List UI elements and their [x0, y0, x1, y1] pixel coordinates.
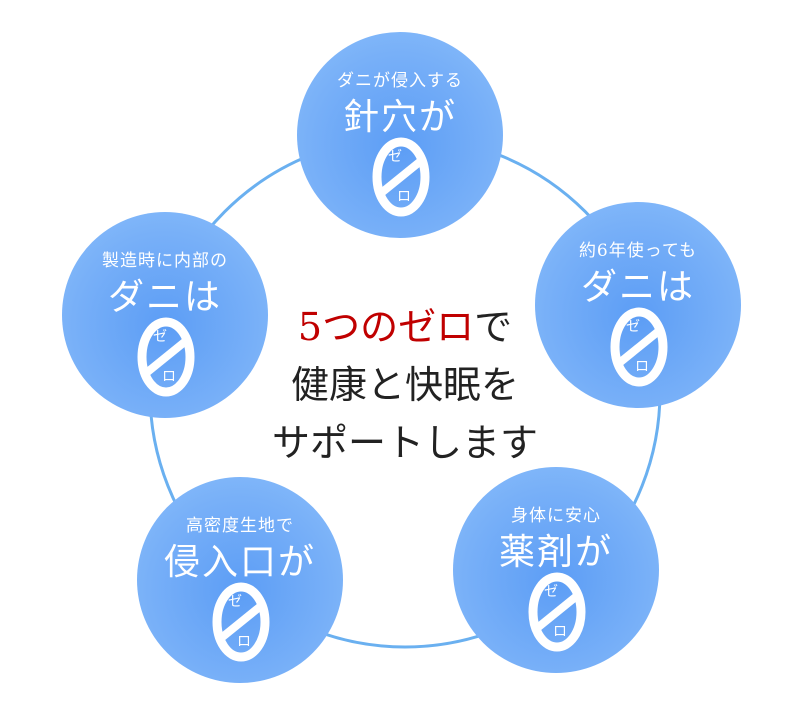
zero-icon: ゼ ロ: [608, 306, 670, 388]
zero-icon: ゼ ロ: [135, 316, 197, 398]
zero-ruby-ze: ゼ: [626, 319, 640, 335]
zero-ruby-ro: ロ: [162, 369, 176, 385]
bubble-subtitle: 身体に安心: [511, 506, 601, 526]
bubble-subtitle: 高密度生地で: [186, 516, 294, 536]
center-message: 5つのゼロで 健康と快眠を サポートします: [260, 298, 550, 472]
zero-glyph: [212, 582, 270, 662]
zero-ruby-ro: ロ: [237, 634, 251, 650]
zero-glyph: [137, 317, 195, 397]
bubble-subtitle: 製造時に内部の: [102, 251, 228, 271]
zero-icon: ゼ ロ: [526, 571, 588, 653]
zero-ruby-ro: ロ: [635, 359, 649, 375]
bubble-needle-hole: ダニが侵入する 針穴が ゼ ロ: [297, 32, 503, 238]
zero-glyph: [528, 572, 586, 652]
zero-ruby-ze: ゼ: [153, 329, 167, 345]
bubble-title: ダニは: [107, 277, 222, 318]
zero-icon: ゼ ロ: [370, 136, 432, 218]
bubble-title: 侵入口が: [163, 542, 316, 583]
bubble-mites-inside: 製造時に内部の ダニは ゼ ロ: [62, 212, 268, 418]
bubble-title: 薬剤が: [498, 532, 613, 573]
zero-ruby-ze: ゼ: [388, 149, 402, 165]
zero-ruby-ro: ロ: [397, 189, 411, 205]
zero-ruby-ro: ロ: [553, 624, 567, 640]
bubble-chemicals: 身体に安心 薬剤が ゼ ロ: [453, 467, 659, 673]
bubble-mites-after-6-years: 約6年使っても ダニは ゼ ロ: [535, 202, 741, 408]
zero-ruby-ze: ゼ: [544, 584, 558, 600]
center-highlight: 5つのゼロ: [297, 305, 475, 349]
zero-glyph: [372, 137, 430, 217]
bubble-entry-points: 高密度生地で 侵入口が ゼ ロ: [137, 477, 343, 683]
zero-ruby-ze: ゼ: [228, 594, 242, 610]
zero-icon: ゼ ロ: [210, 581, 272, 663]
zero-glyph: [610, 307, 668, 387]
center-line1-rest: で: [474, 305, 513, 349]
bubble-subtitle: 約6年使っても: [578, 241, 698, 261]
center-line3: サポートします: [271, 421, 538, 465]
center-line2: 健康と快眠を: [290, 363, 519, 407]
bubble-title: 針穴が: [342, 97, 457, 138]
bubble-title: ダニは: [580, 267, 695, 308]
bubble-subtitle: ダニが侵入する: [337, 71, 463, 91]
